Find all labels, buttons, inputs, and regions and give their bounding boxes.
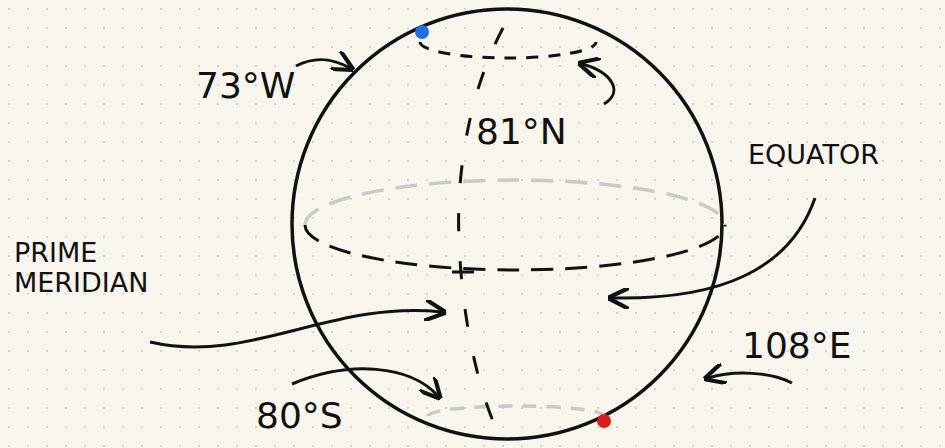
longitude-label: 108°E	[742, 326, 851, 366]
leader-arrow	[582, 64, 614, 104]
equator-label: EQUATOR	[748, 140, 879, 170]
leader-arrow	[296, 59, 350, 68]
leader-arrow	[708, 373, 792, 383]
longitude-label: 73°W	[196, 66, 295, 106]
prime-meridian	[459, 28, 503, 438]
latitude-label: 81°N	[476, 112, 567, 152]
blue-point	[415, 25, 429, 39]
red-point	[597, 414, 611, 428]
south-latitude	[428, 406, 604, 416]
globe-outline	[292, 9, 722, 439]
leader-arrow	[150, 311, 442, 347]
origin-cross	[452, 271, 474, 274]
north-latitude	[420, 42, 596, 58]
equator-back	[305, 180, 725, 225]
meridian-label: PRIME MERIDIAN	[14, 238, 214, 297]
leader-arrow	[612, 198, 815, 298]
leader-arrow	[292, 369, 438, 396]
latitude-label: 80°S	[256, 396, 343, 436]
equator-line	[305, 225, 725, 270]
